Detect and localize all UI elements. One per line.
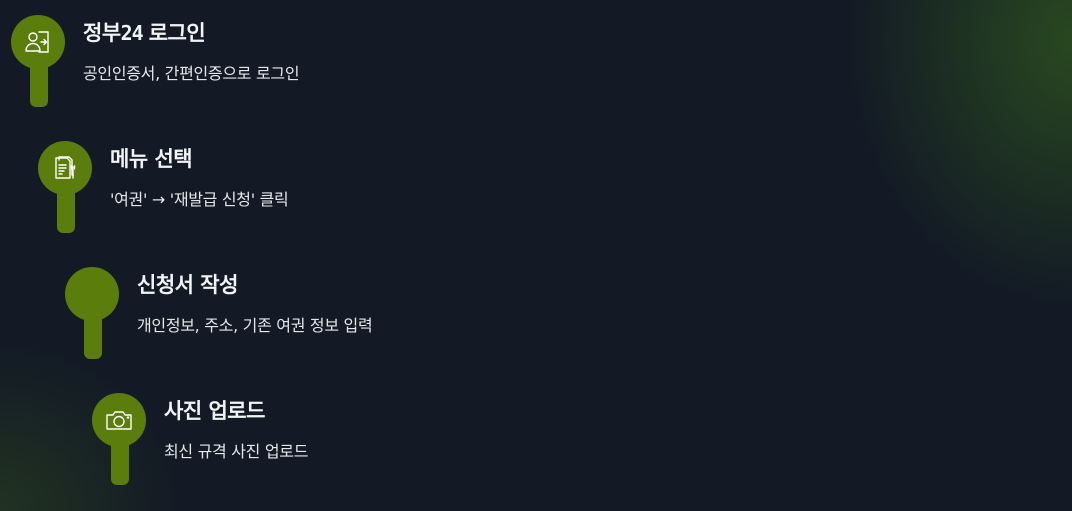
step-title-suffix: 로그인 bbox=[148, 21, 206, 45]
pin-head bbox=[92, 393, 146, 447]
pin-head bbox=[11, 15, 65, 69]
step-description: 최신 규격 사진 업로드 bbox=[164, 442, 309, 461]
step-title-prefix: 정부 bbox=[83, 21, 121, 45]
pin-head bbox=[65, 267, 119, 321]
step-pin bbox=[38, 141, 94, 235]
step-pin bbox=[65, 267, 121, 361]
step-description: 공인인증서, 간편인증으로 로그인 bbox=[83, 64, 300, 83]
step-pin bbox=[11, 15, 67, 109]
step-pin bbox=[92, 393, 148, 487]
step-description: '여권' → '재발급 신청' 클릭 bbox=[110, 190, 289, 209]
pin-head bbox=[38, 141, 92, 195]
login-icon bbox=[25, 31, 49, 53]
step-description: 개인정보, 주소, 기존 여권 정보 입력 bbox=[137, 316, 373, 335]
step-photo-upload: 사진 업로드 최신 규격 사진 업로드 bbox=[92, 393, 512, 493]
document-pen-icon bbox=[55, 156, 76, 179]
step-application-form: 신청서 작성 개인정보, 주소, 기존 여권 정보 입력 bbox=[65, 267, 485, 367]
camera-icon bbox=[106, 411, 132, 430]
blank-icon bbox=[76, 278, 108, 310]
step-title: 사진 업로드 bbox=[164, 399, 265, 423]
step-title: 신청서 작성 bbox=[137, 273, 238, 297]
step-menu-select: 메뉴 선택 '여권' → '재발급 신청' 클릭 bbox=[38, 141, 458, 241]
step-title: 메뉴 선택 bbox=[110, 147, 193, 171]
step-title-brand: 24 bbox=[120, 21, 144, 45]
